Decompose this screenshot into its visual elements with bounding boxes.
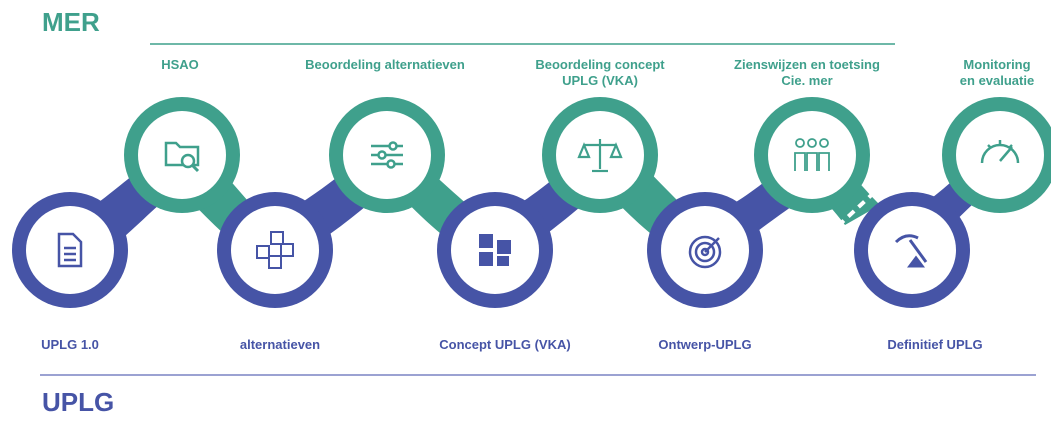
- mer-step-1: [124, 97, 240, 213]
- target-icon: [688, 235, 722, 269]
- puzzle-icon: [479, 234, 511, 266]
- uplg-step-1: [12, 192, 128, 308]
- mer-step-4: [754, 97, 870, 213]
- uplg-step-3: [437, 192, 553, 308]
- mer-step-label-2: Beoordeling alternatieven: [305, 57, 465, 72]
- uplg-step-5-center: [868, 206, 956, 294]
- uplg-step-4: [647, 192, 763, 308]
- uplg-step-label-4: Ontwerp-UPLG: [658, 337, 752, 352]
- uplg-step-label-2: alternatieven: [239, 337, 321, 352]
- mer-step-label-5: Monitoring en evaluatie: [959, 57, 1035, 89]
- mer-step-2: [329, 97, 445, 213]
- uplg-step-label-3: Concept UPLG (VKA): [439, 337, 571, 352]
- pickaxe-icon: [894, 234, 928, 268]
- mer-step-label-3: Beoordeling concept UPLG (VKA): [535, 57, 665, 89]
- uplg-step-5: [854, 192, 970, 308]
- uplg-step-1-center: [26, 206, 114, 294]
- folder-search-icon: [164, 141, 200, 173]
- uplg-step-3-center: [451, 206, 539, 294]
- people-icon: [794, 138, 830, 171]
- mer-step-5: [942, 97, 1051, 213]
- mer-step-4-center: [768, 111, 856, 199]
- uplg-step-label-5: Definitief UPLG: [887, 337, 983, 352]
- mer-step-label-4: Zienswijzen en toetsing Cie. mer: [734, 57, 880, 89]
- uplg-step-2-center: [231, 206, 319, 294]
- uplg-title: UPLG: [42, 387, 115, 417]
- blocks-icon: [256, 231, 294, 269]
- mer-step-5-center: [956, 111, 1044, 199]
- mer-step-3: [542, 97, 658, 213]
- sliders-icon: [371, 141, 403, 169]
- mer-step-1-center: [138, 111, 226, 199]
- uplg-step-label-1: UPLG 1.0: [41, 337, 99, 352]
- scales-icon: [577, 139, 623, 173]
- document-icon: [57, 232, 83, 268]
- mer-title: MER: [42, 7, 100, 37]
- gauge-icon: [980, 140, 1020, 164]
- mer-step-label-1: HSAO: [161, 57, 199, 72]
- uplg-step-2: [217, 192, 333, 308]
- dashed-separator: [836, 174, 894, 228]
